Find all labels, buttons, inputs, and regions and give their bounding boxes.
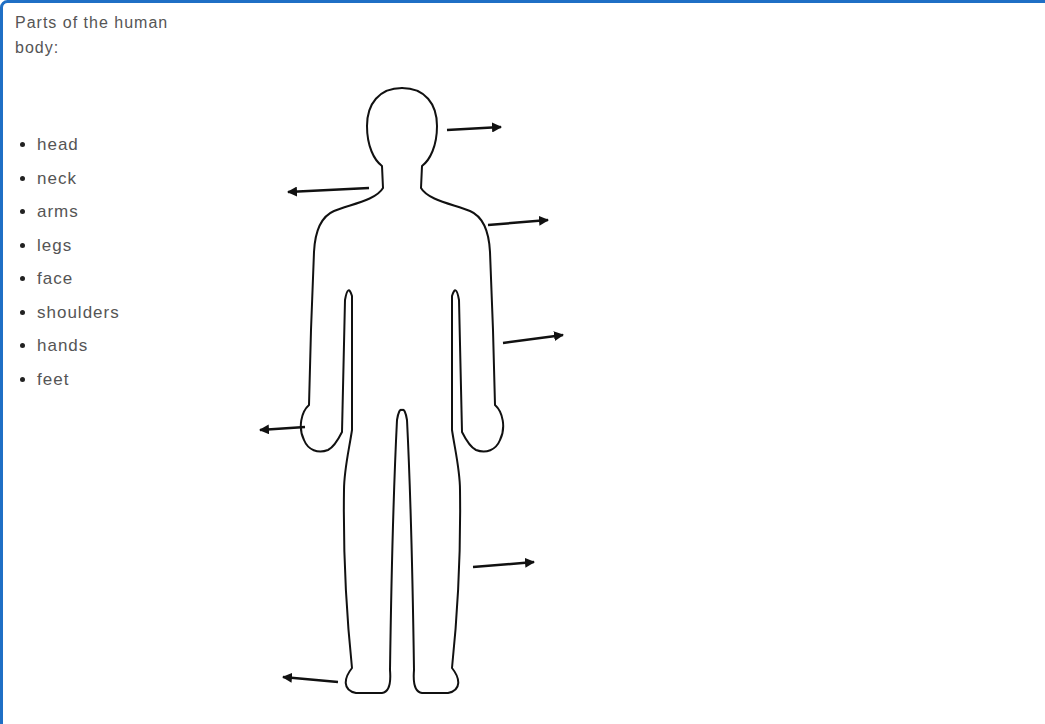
pointer-arrow [503,335,563,343]
body-part-word: neck [37,162,120,196]
body-part-list: headneckarmslegsfaceshouldershandsfeet [17,128,120,396]
pointer-arrow [260,427,305,430]
body-part-word: arms [37,195,120,229]
body-part-word: face [37,262,120,296]
pointer-arrow [447,127,501,130]
body-part-word: legs [37,229,120,263]
body-part-word: head [37,128,120,162]
worksheet-title: Parts of the human body: [15,10,185,60]
body-half-left [301,88,402,693]
body-part-word: hands [37,329,120,363]
body-half-right [402,88,503,693]
pointer-arrow [288,188,369,192]
pointer-arrow [488,220,548,225]
pointer-arrow [473,562,534,567]
body-part-word: feet [37,363,120,397]
body-part-word: shoulders [37,296,120,330]
pointer-arrows [260,127,563,682]
pointer-arrow [283,677,338,682]
body-outline [301,88,503,693]
